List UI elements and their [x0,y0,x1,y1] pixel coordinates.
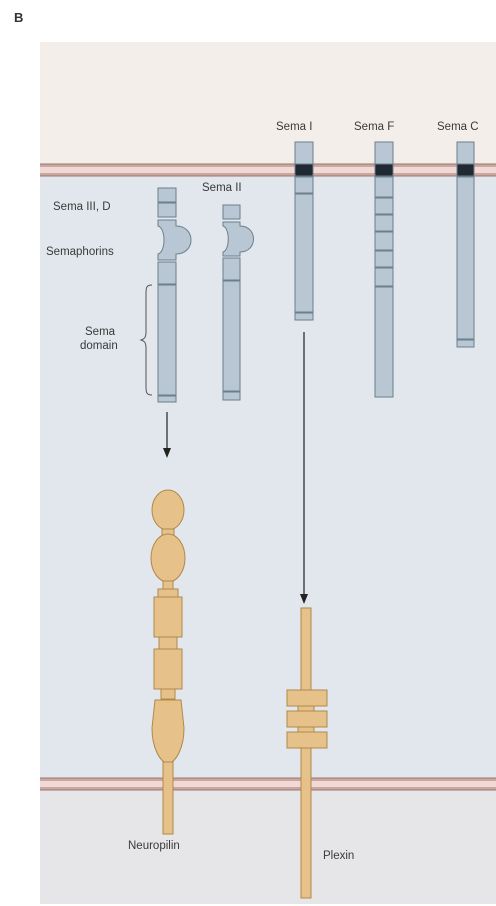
lower-background [40,788,496,904]
upper-membrane [40,164,496,176]
label-sema-3d: Sema III, D [53,201,111,213]
label-sema-domain-line2: domain [80,340,118,352]
sema-1-protein [295,142,313,320]
extracellular-top-background [40,42,496,168]
sema-f-protein [375,142,393,397]
label-plexin: Plexin [323,850,354,862]
label-sema-domain-line1: Sema [85,326,115,338]
label-semaphorins: Semaphorins [46,246,114,258]
label-sema-2: Sema II [202,182,242,194]
label-neuropilin: Neuropilin [128,840,180,852]
inner-background [40,174,496,780]
label-sema-c: Sema C [437,121,479,133]
lower-membrane [40,778,496,790]
sema-c-protein [457,142,474,347]
label-sema-1: Sema I [276,121,312,133]
label-sema-f: Sema F [354,121,394,133]
